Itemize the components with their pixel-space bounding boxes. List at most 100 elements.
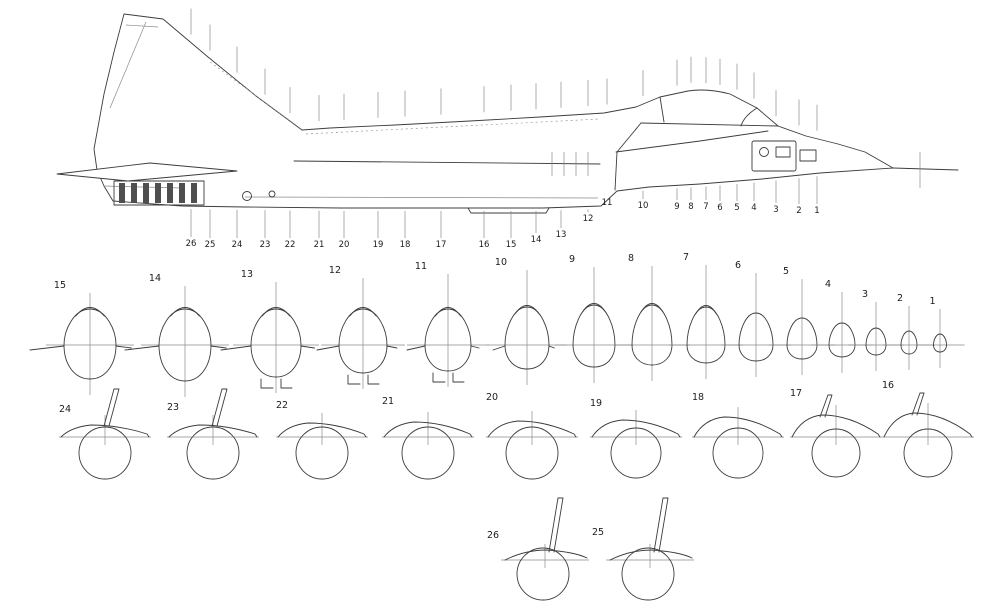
- station: 2: [796, 99, 802, 216]
- station-number: 8: [688, 202, 693, 212]
- station-number: 20: [339, 240, 350, 250]
- station-number: 19: [373, 240, 384, 250]
- station-number: 4: [751, 203, 756, 213]
- station-number: 11: [602, 198, 613, 208]
- station-number: 5: [734, 203, 739, 213]
- station: 21: [314, 95, 325, 250]
- section-row-rear: 24 23 22 21 20 19 18 17 16: [59, 380, 974, 480]
- station: 13: [556, 81, 566, 240]
- nozzle-hatch-block: [113, 180, 205, 206]
- station: 7: [703, 57, 709, 212]
- cross-section: 6: [721, 260, 791, 377]
- fuselage-outline: [93, 13, 894, 209]
- station-number: 12: [583, 214, 594, 224]
- section-label: 7: [683, 252, 689, 263]
- cross-section: 16: [882, 380, 974, 478]
- cross-section: 18: [692, 392, 784, 479]
- section-label: 11: [415, 261, 427, 272]
- section-label: 5: [783, 266, 789, 277]
- avionics-panel: [751, 140, 797, 172]
- cross-section: 8: [614, 253, 690, 381]
- station-number: 22: [285, 240, 296, 250]
- station: 4: [751, 72, 757, 213]
- station: 18: [400, 90, 410, 250]
- station-number: 7: [703, 202, 708, 212]
- cross-section: 13: [220, 269, 319, 393]
- section-label: 22: [276, 400, 288, 411]
- section-label: 20: [486, 392, 498, 403]
- section-label: 26: [487, 530, 499, 541]
- station: 9: [674, 59, 680, 212]
- station-number: 6: [717, 203, 722, 213]
- station-number: 25: [205, 240, 216, 250]
- section-label: 3: [862, 289, 868, 300]
- station-number: 17: [436, 240, 447, 250]
- station-number: 24: [232, 240, 243, 250]
- section-label: 21: [382, 396, 394, 407]
- cross-section: 26: [487, 497, 589, 601]
- station: 1: [814, 104, 820, 216]
- section-row-tail: 26 25: [487, 497, 694, 601]
- section-label: 15: [54, 280, 66, 291]
- station-marks: 1234567891011121314151617181920212223242…: [186, 8, 820, 250]
- station: 3: [773, 90, 779, 215]
- section-label: 14: [149, 273, 161, 284]
- section-label: 9: [569, 254, 575, 265]
- station: 17: [436, 88, 447, 250]
- section-label: 25: [592, 527, 604, 538]
- cross-section: 2: [883, 293, 935, 370]
- station: 8: [688, 56, 694, 212]
- hatch-stripe: [119, 183, 125, 203]
- station: 25: [205, 24, 216, 250]
- station-number: 14: [531, 235, 542, 245]
- section-label: 18: [692, 392, 704, 403]
- hatch-stripe: [143, 183, 149, 203]
- station: 22: [285, 87, 296, 250]
- station-number: 23: [260, 240, 271, 250]
- station-number: 21: [314, 240, 325, 250]
- section-label: 4: [825, 279, 831, 290]
- hatch-stripe: [131, 183, 137, 203]
- station: 23: [260, 68, 271, 250]
- cross-section: 22: [276, 400, 368, 480]
- station-number: 3: [773, 205, 778, 215]
- hatch-stripe: [167, 183, 173, 203]
- cross-section: 23: [167, 388, 259, 480]
- section-label: 8: [628, 253, 634, 264]
- cross-section: 9: [555, 254, 633, 383]
- station-number: 15: [506, 240, 517, 250]
- cross-section: 10: [487, 257, 567, 385]
- section-label: 19: [590, 398, 602, 409]
- station: 16: [479, 86, 489, 250]
- cross-section: 3: [848, 289, 904, 371]
- section-label: 12: [329, 265, 341, 276]
- section-label: 2: [897, 293, 903, 304]
- station: 10: [638, 70, 649, 211]
- section-label: 16: [882, 380, 894, 391]
- station-number: 9: [674, 202, 679, 212]
- station: 26: [186, 8, 196, 249]
- section-label: 17: [790, 388, 802, 399]
- station: 12: [583, 80, 594, 224]
- windshield-frame: [740, 107, 758, 127]
- station: 5: [734, 63, 740, 213]
- cross-section: 20: [486, 392, 578, 480]
- section-label: 1: [929, 296, 935, 307]
- section-label: 24: [59, 404, 71, 415]
- station-number: 1: [814, 206, 819, 216]
- section-label: 10: [495, 257, 507, 268]
- section-label: 6: [735, 260, 741, 271]
- hatch-stripe: [191, 183, 197, 203]
- station-number: 10: [638, 201, 649, 211]
- section-label: 23: [167, 402, 179, 413]
- station: 11: [602, 78, 613, 208]
- cross-section: 17: [790, 388, 882, 478]
- hatch-stripe: [155, 183, 161, 203]
- cross-section: 25: [592, 497, 694, 601]
- stabilator: [56, 162, 238, 182]
- station: 19: [373, 91, 384, 250]
- hatch-stripe: [179, 183, 185, 203]
